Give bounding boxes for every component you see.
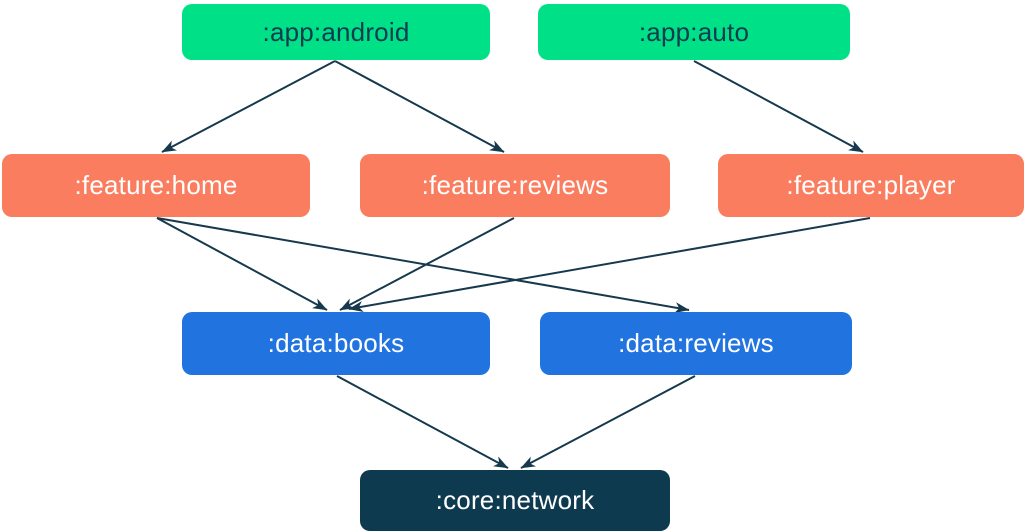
node-label-data-reviews: :data:reviews — [618, 328, 774, 358]
node-label-feature-reviews: :feature:reviews — [421, 170, 609, 200]
node-data-reviews: :data:reviews — [540, 312, 852, 375]
edge-data-books-to-core-network — [336, 375, 509, 469]
node-feature-reviews: :feature:reviews — [360, 154, 670, 217]
node-feature-player: :feature:player — [718, 154, 1024, 217]
node-label-feature-player: :feature:player — [786, 170, 956, 200]
edge-app-android-to-feature-reviews — [334, 60, 505, 153]
edge-feature-home-to-data-reviews — [156, 217, 690, 314]
node-label-core-network: :core:network — [435, 485, 595, 515]
node-feature-home: :feature:home — [2, 154, 310, 217]
edge-feature-reviews-to-data-books — [339, 217, 515, 311]
node-app-android: :app:android — [182, 4, 490, 60]
edge-feature-home-to-data-books — [156, 217, 328, 311]
edge-app-android-to-feature-home — [161, 60, 336, 153]
node-label-feature-home: :feature:home — [74, 170, 238, 200]
node-label-data-books: :data:books — [267, 328, 405, 358]
node-core-network: :core:network — [360, 470, 670, 531]
node-app-auto: :app:auto — [538, 4, 850, 60]
node-label-app-auto: :app:auto — [638, 16, 750, 47]
edge-app-auto-to-feature-player — [693, 60, 864, 153]
node-label-app-android: :app:android — [262, 16, 410, 47]
node-data-books: :data:books — [182, 312, 490, 375]
edge-data-reviews-to-core-network — [520, 375, 696, 469]
edge-feature-player-to-data-books — [348, 217, 871, 313]
